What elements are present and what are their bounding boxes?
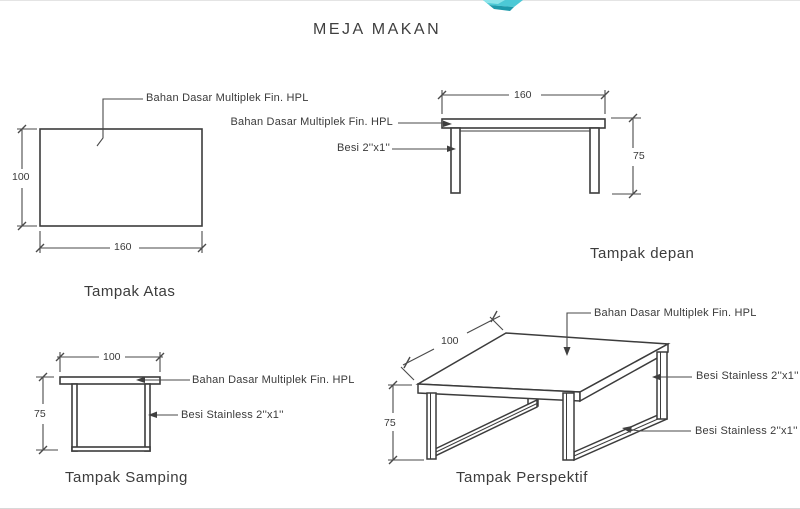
top-view-caption: Tampak Atas (84, 283, 176, 300)
side-view-caption: Tampak Samping (65, 469, 188, 486)
perspective-view-rail-label: Besi Stainless 2''x1'' (695, 425, 798, 437)
front-view-leader-arrows (443, 120, 456, 152)
side-view-dimensions (36, 352, 190, 455)
perspective-view-dimensions (388, 310, 692, 465)
top-view-depth-dimension: 100 (12, 171, 30, 183)
teal-logo-fragment-icon (483, 0, 523, 11)
perspective-view-leg-label: Besi Stainless 2''x1'' (696, 370, 799, 382)
top-view-linework (39, 128, 203, 227)
perspective-view-height-dimension: 75 (384, 417, 396, 429)
front-view-material-label: Bahan Dasar Multiplek Fin. HPL (230, 116, 393, 128)
front-view-height-dimension: 75 (633, 150, 645, 162)
page-title: MEJA MAKAN (313, 21, 442, 38)
sheet-top-edge (0, 0, 800, 1)
perspective-view-caption: Tampak Perspektif (456, 469, 588, 486)
side-view-depth-dimension: 100 (103, 351, 121, 363)
front-view-linework (441, 118, 606, 194)
top-view-width-dimension: 160 (114, 241, 132, 253)
side-view-leader-arrows (136, 376, 157, 418)
side-view-linework (59, 376, 161, 452)
front-view-width-dimension: 160 (514, 89, 532, 101)
front-view-dimensions (392, 90, 641, 199)
top-view-dimensions (17, 98, 207, 253)
perspective-view-linework (415, 332, 671, 462)
perspective-view-material-label: Bahan Dasar Multiplek Fin. HPL (594, 307, 757, 319)
front-view-leg-label: Besi 2''x1'' (337, 142, 390, 154)
perspective-view-depth-dimension: 100 (441, 335, 459, 347)
side-view-height-dimension: 75 (34, 408, 46, 420)
side-view-leg-label: Besi Stainless 2''x1'' (181, 409, 284, 421)
front-view-caption: Tampak depan (590, 245, 695, 262)
perspective-view-leader-arrows (563, 347, 661, 433)
top-view-material-label: Bahan Dasar Multiplek Fin. HPL (146, 92, 309, 104)
side-view-material-label: Bahan Dasar Multiplek Fin. HPL (192, 374, 355, 386)
